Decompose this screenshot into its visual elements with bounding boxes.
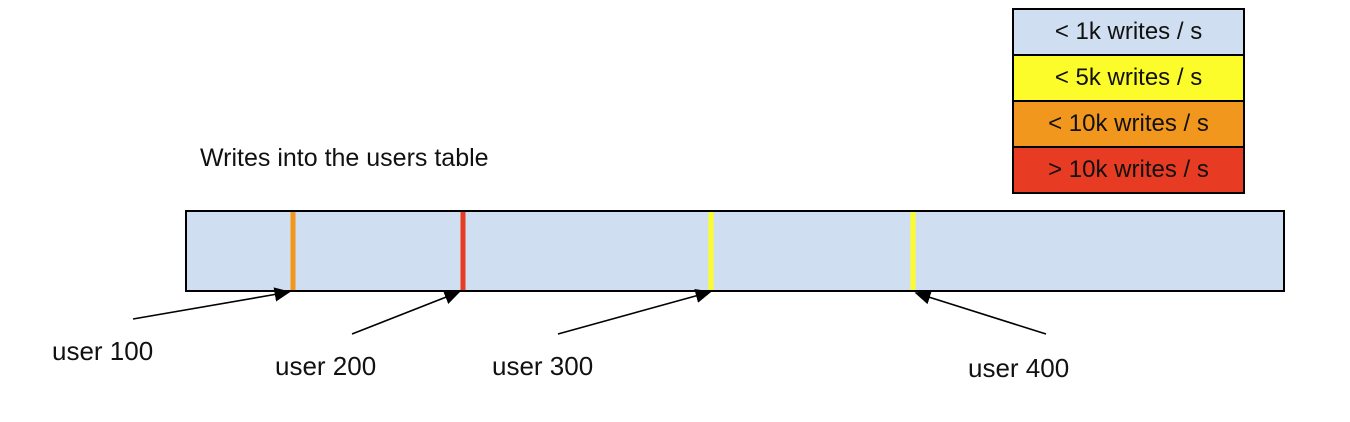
write-hotspot-marker-user-300 (708, 212, 714, 290)
callout-arrow-user-200 (351, 290, 461, 335)
legend: < 1k writes / s < 5k writes / s < 10k wr… (1012, 8, 1245, 194)
users-table-bar (185, 210, 1285, 292)
legend-item-label: > 10k writes / s (1048, 156, 1209, 183)
legend-item-label: < 10k writes / s (1048, 110, 1209, 137)
write-hotspot-marker-user-100 (290, 212, 296, 290)
callout-arrow-user-100 (132, 287, 291, 320)
legend-item-lt-1k: < 1k writes / s (1012, 8, 1245, 56)
legend-item-label: < 5k writes / s (1054, 64, 1203, 91)
legend-item-lt-10k: < 10k writes / s (1012, 100, 1245, 148)
write-hotspot-marker-user-400 (910, 212, 916, 290)
write-hotspot-marker-user-200 (460, 212, 466, 290)
callout-label-user-100: user 100 (52, 336, 154, 366)
legend-item-gt-10k: > 10k writes / s (1012, 146, 1245, 194)
diagram-title: Writes into the users table (200, 144, 489, 172)
callout-label-user-300: user 300 (492, 351, 594, 381)
callout-arrow-user-300 (557, 288, 712, 335)
callout-arrow-user-400 (914, 290, 1047, 335)
legend-item-lt-5k: < 5k writes / s (1012, 54, 1245, 102)
callout-label-user-400: user 400 (968, 353, 1070, 383)
callout-label-user-200: user 200 (275, 351, 377, 381)
legend-item-label: < 1k writes / s (1054, 18, 1203, 45)
